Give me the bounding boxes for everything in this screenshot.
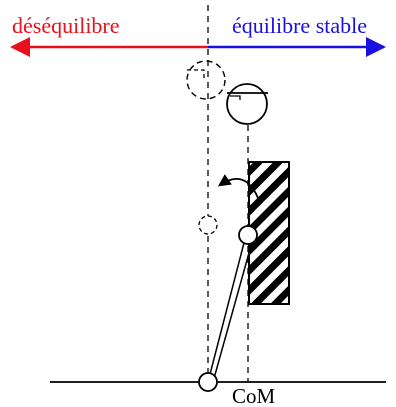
label-equilibre-stable: équilibre stable [232, 13, 367, 38]
leg-line-front [212, 241, 253, 383]
ankle-joint [198, 372, 218, 392]
dashed-head [186, 60, 226, 100]
dashed-head-brim [187, 69, 205, 79]
leg-line-back [207, 238, 246, 383]
solid-head-visor [230, 95, 241, 100]
dashed-hip-joint [198, 215, 218, 235]
solid-hip-joint [238, 225, 258, 245]
label-com: CoM [232, 384, 276, 407]
label-desequilibre: déséquilibre [12, 13, 120, 38]
rotation-arrow [217, 174, 259, 199]
solid-head [226, 83, 268, 125]
